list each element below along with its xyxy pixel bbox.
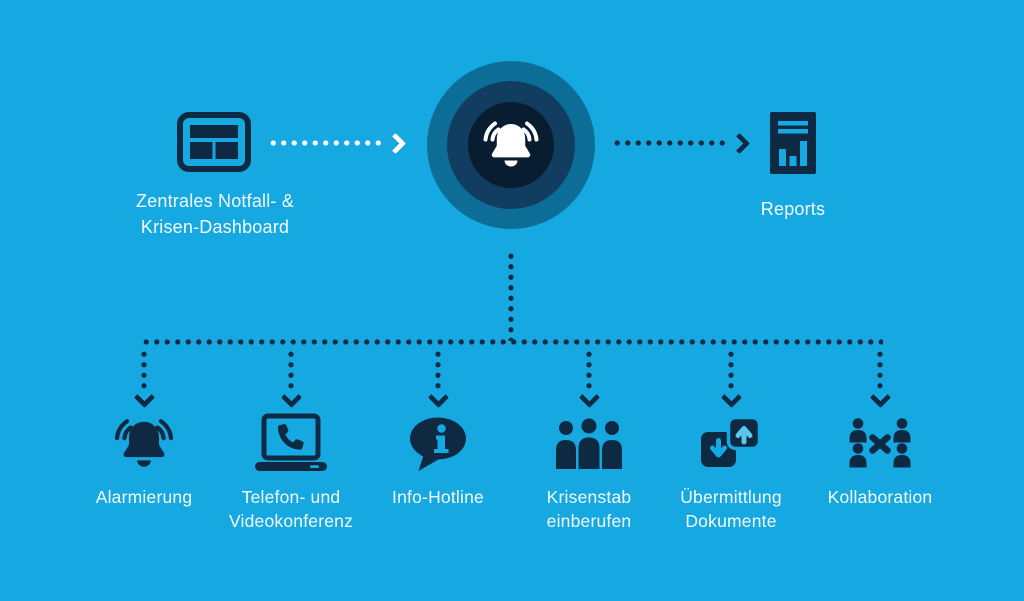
branch-krisenstab: Krisenstab einberufen [494, 349, 684, 533]
branch-drop-dots [435, 349, 441, 391]
branch-drop-dots [877, 349, 883, 391]
branch-drop-dots [586, 349, 592, 391]
branch-drop-dots [141, 349, 147, 391]
branch-icon-wrap [553, 407, 625, 481]
hub-circle-inner [468, 102, 554, 188]
hub-branch-stem [508, 251, 514, 341]
branch-drop-arrowhead [869, 386, 891, 409]
branch-icon-wrap [253, 407, 329, 481]
dashboard-grid-icon [177, 112, 251, 172]
team-icon [556, 418, 622, 469]
branch-label-line1: Alarmierung [95, 487, 193, 507]
report-document-icon [770, 112, 816, 174]
arrow-dashboard-to-hub-head [384, 132, 407, 155]
dashboard-label: Zentrales Notfall- & Krisen-Dashboard [65, 188, 365, 240]
branch-icon-wrap [699, 407, 763, 481]
dashboard-label-line1: Zentrales Notfall- & [135, 191, 295, 211]
branch-label-line1: Info-Hotline [392, 487, 484, 507]
alarm-bell-icon [477, 115, 545, 175]
laptop-phone-icon [255, 413, 327, 471]
branch-icon-wrap [407, 407, 469, 481]
branch-label: Telefon- und Videokonferenz [229, 485, 353, 533]
branch-kollaboration: Kollaboration [785, 349, 975, 509]
branch-label-line2: Dokumente [685, 511, 777, 531]
dashboard-label-line2: Krisen-Dashboard [140, 217, 290, 237]
collaboration-icon [849, 418, 911, 468]
branch-label-line2: einberufen [546, 511, 632, 531]
branch-label-line2: Videokonferenz [228, 511, 354, 531]
reports-label: Reports [760, 199, 826, 219]
branch-drop-arrowhead [427, 386, 449, 409]
branch-info-hotline: Info-Hotline [343, 349, 533, 509]
x-mark [869, 434, 891, 454]
arrow-hub-to-reports-head [728, 132, 751, 155]
branch-drop-dots [728, 349, 734, 391]
branch-icon-wrap [843, 407, 917, 481]
branch-label: Info-Hotline [392, 485, 484, 509]
arrow-dashboard-to-hub-dots [268, 140, 386, 146]
branch-label: Krisenstab einberufen [547, 485, 632, 533]
branch-alarmierung: Alarmierung [49, 349, 239, 509]
branch-label-line1: Telefon- und [241, 487, 341, 507]
hub-circle-middle-ring [447, 81, 575, 209]
branch-trunk-line [141, 339, 883, 345]
document-transfer-icon [701, 415, 762, 467]
branch-drop-arrowhead [133, 386, 155, 409]
hub-circle [427, 61, 595, 229]
alarm-bell-icon [108, 412, 180, 476]
branch-drop-arrowhead [578, 386, 600, 409]
arrow-hub-to-reports-dots [612, 140, 730, 146]
branch-drop-dots [288, 349, 294, 391]
branch-label-line1: Übermittlung [680, 487, 782, 507]
info-speech-bubble-icon [410, 417, 466, 471]
branch-label-line1: Krisenstab [546, 487, 632, 507]
branch-label-line1: Kollaboration [827, 487, 933, 507]
branch-telefon-videokonferenz: Telefon- und Videokonferenz [196, 349, 386, 533]
branch-drop-arrowhead [280, 386, 302, 409]
branch-icon-wrap [108, 407, 180, 481]
branch-drop-arrowhead [720, 386, 742, 409]
branch-label: Kollaboration [828, 485, 933, 509]
branch-uebermittlung-dokumente: Übermittlung Dokumente [636, 349, 826, 533]
branch-label: Übermittlung Dokumente [680, 485, 782, 533]
branch-label: Alarmierung [96, 485, 193, 509]
